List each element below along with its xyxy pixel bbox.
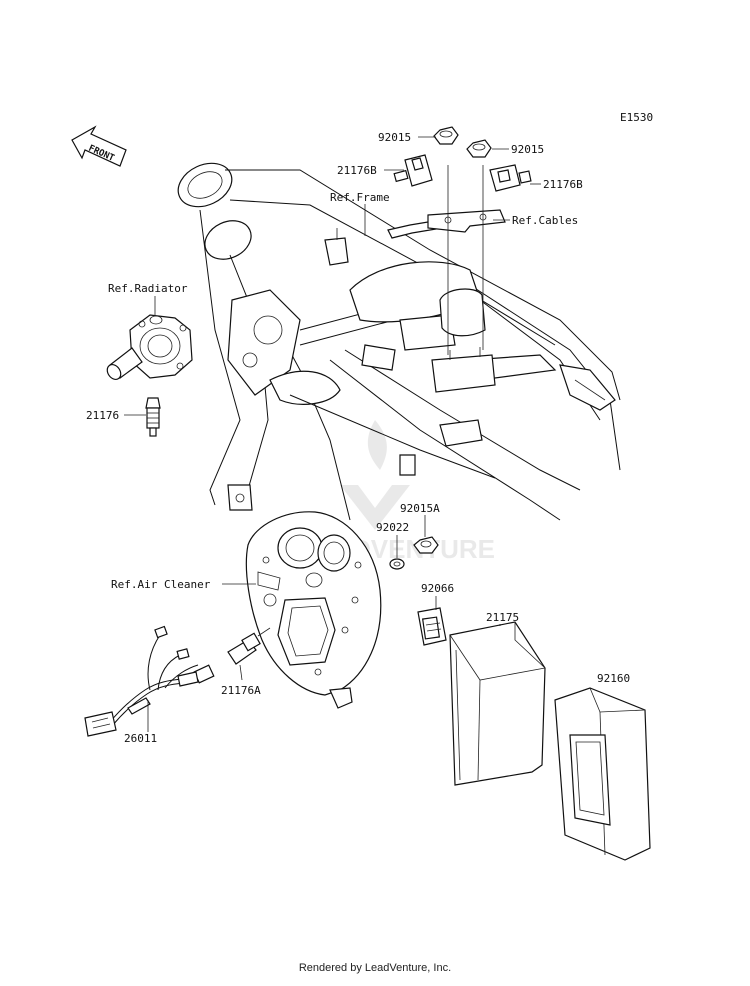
front-arrow-icon: FRONT xyxy=(71,125,127,167)
callout-92160: 92160 xyxy=(597,672,630,685)
connector-92066-icon xyxy=(417,607,447,646)
callout-21176b-left: 21176B xyxy=(337,164,377,177)
callout-ref-air-cleaner: Ref.Air Cleaner xyxy=(111,578,211,591)
callout-92066: 92066 xyxy=(421,582,454,595)
callout-21176a: 21176A xyxy=(221,684,261,697)
callout-ref-frame: Ref.Frame xyxy=(330,191,390,204)
ecu-21175-icon xyxy=(449,621,546,786)
callout-21175: 21175 xyxy=(486,611,519,624)
footer-credit: Rendered by LeadVenture, Inc. xyxy=(298,962,452,974)
callout-92015a: 92015A xyxy=(400,502,440,515)
callout-ref-radiator: Ref.Radiator xyxy=(108,282,188,295)
cable-bracket xyxy=(427,165,506,355)
diagram-code: E1530 xyxy=(620,111,653,124)
callout-21176b-right: 21176B xyxy=(543,178,583,191)
sensor-21176b-left-icon xyxy=(393,154,433,187)
sensor-21176b-right-icon xyxy=(489,164,532,192)
callout-21176: 21176 xyxy=(86,409,119,422)
temp-sensor-21176-icon xyxy=(145,397,161,437)
harness-26011-icon xyxy=(84,625,215,737)
air-cleaner-plate xyxy=(245,511,382,709)
sensor-21176a-icon xyxy=(227,627,271,681)
radiator-housing xyxy=(106,314,193,381)
nut-92015-left-icon xyxy=(433,126,459,145)
callout-ref-cables: Ref.Cables xyxy=(512,214,578,227)
callout-92015-left: 92015 xyxy=(378,131,411,144)
cover-92160-icon xyxy=(554,687,651,861)
nut-92015-right-icon xyxy=(466,139,492,158)
nut-92015a-icon xyxy=(413,536,439,554)
frame-illustration xyxy=(177,162,621,521)
callout-92022: 92022 xyxy=(376,521,409,534)
callout-92015-right: 92015 xyxy=(511,143,544,156)
washer-92022-icon xyxy=(389,558,405,570)
callout-26011: 26011 xyxy=(124,732,157,745)
